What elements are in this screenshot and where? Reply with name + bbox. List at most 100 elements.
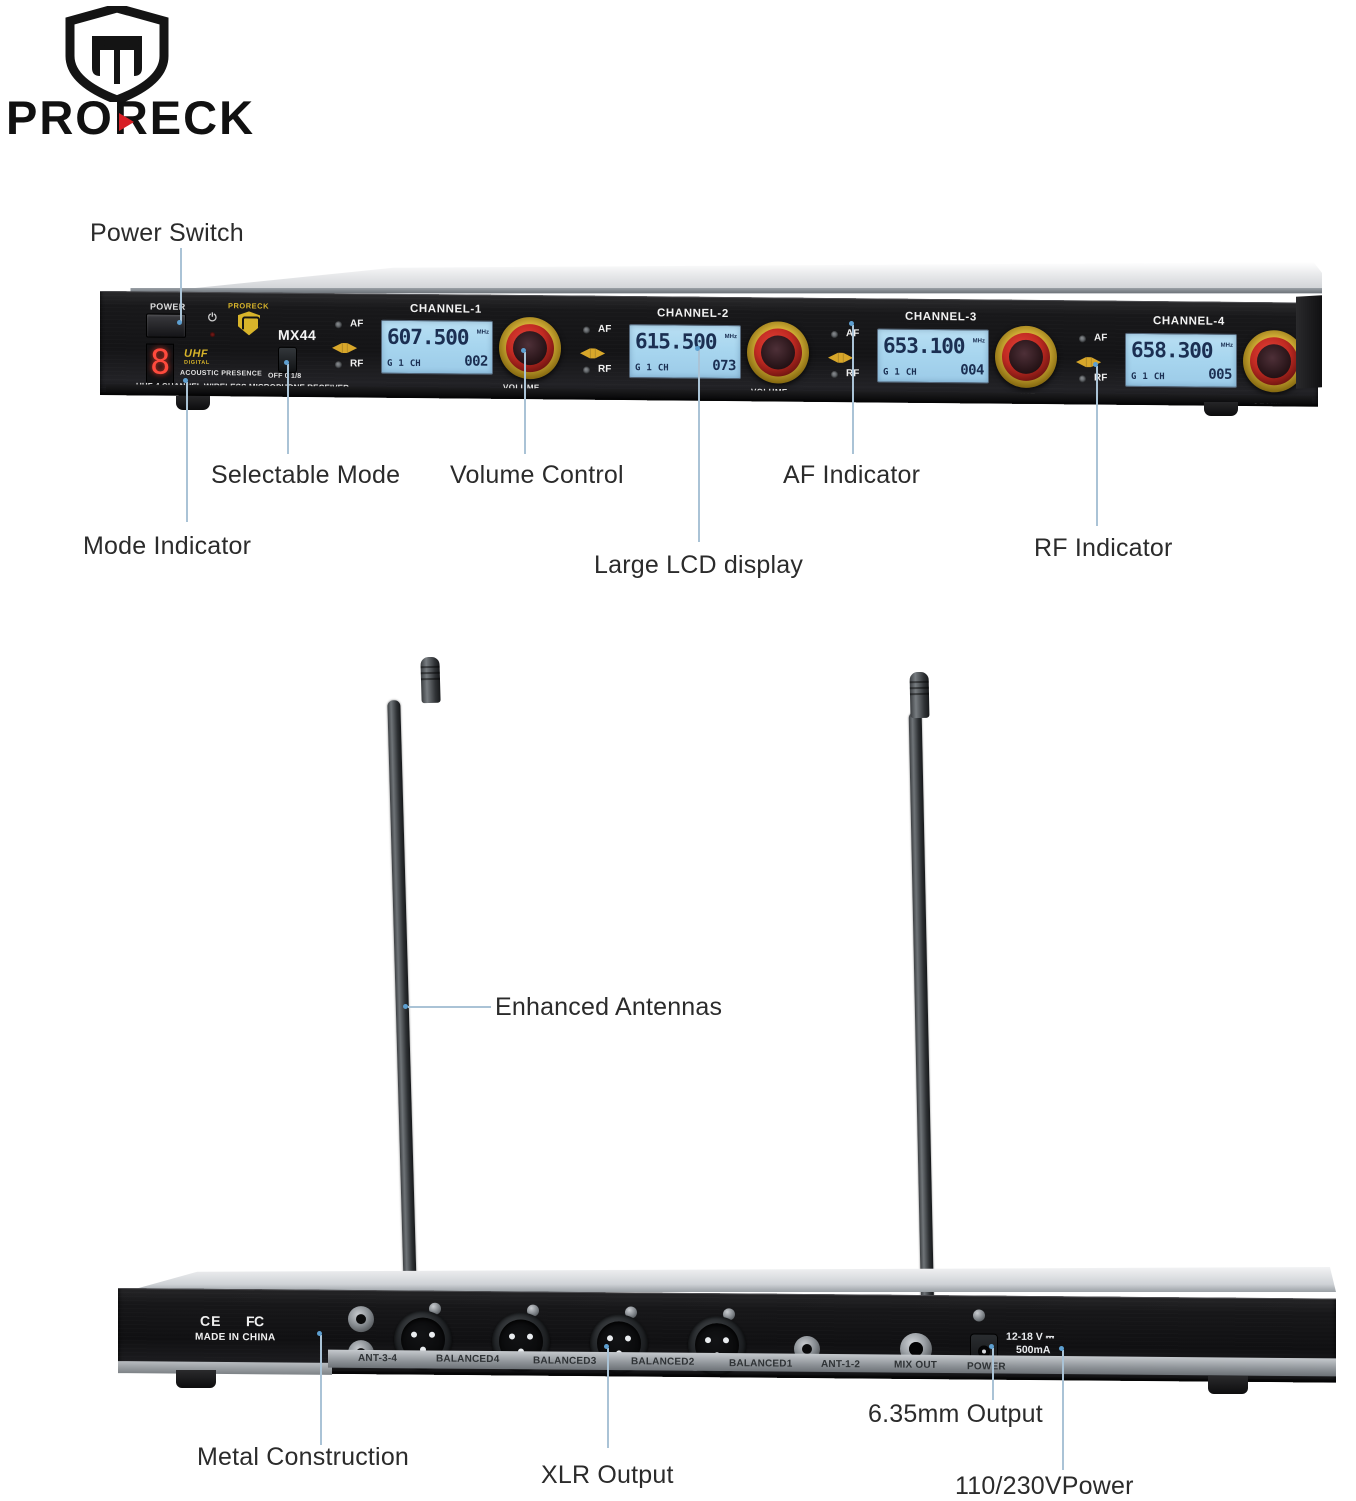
channel-4-af-led-icon [1079,335,1086,343]
channel-2-group-label: G [635,363,641,374]
screw-power [973,1309,985,1322]
rear-top-surface [124,1267,1336,1292]
leader-metal-construction [320,1335,322,1445]
channel-3-rf-led-icon [831,371,838,379]
port-ant-3-4-top[interactable] [348,1306,374,1333]
leader-dot-mode-indicator [183,378,188,383]
callout-selectable-mode: Selectable Mode [211,461,401,489]
channel-3-volume-knob[interactable] [995,325,1057,389]
channel-2-lcd: 615.500 MHz G 1 CH 073 [629,324,741,380]
antenna-right-cap [909,671,930,719]
channel-2-title: CHANNEL-2 [657,307,729,321]
port-label-balanced1: BALANCED1 [729,1358,793,1370]
leader-enhanced-antennas [408,1006,491,1008]
leader-large-lcd [698,350,700,542]
channel-2-rf-label: RF [598,363,612,375]
channel-2-af-led-icon [583,326,590,334]
channel-2-volume-knob[interactable] [747,321,809,384]
channel-2-group-value: 1 [646,363,652,374]
uhf-badge: UHF [184,347,209,361]
mode-switch-label: OFF 0 1/8 [268,372,302,380]
antenna-left [387,700,417,1301]
channel-3-wave-icon: ◀▮▶ [828,348,853,365]
channel-3-af-led-icon [831,331,838,339]
channel-3-unit: MHz [972,338,985,345]
callout-af-indicator: AF Indicator [783,461,921,489]
xlr2-pin2 [625,1335,631,1342]
channel-4-rf-led-icon [1079,375,1086,383]
channel-3-frequency: 653.100 [883,333,965,359]
channel-3-lcd-row2: G 1 CH 004 [883,362,984,379]
rear-foot-left [176,1370,216,1388]
channel-1-af-led-icon [335,321,342,329]
leader-dot-635-output [989,1344,994,1349]
channel-4-group-value: 1 [1142,372,1148,383]
leader-af-indicator [852,325,854,454]
leader-selectable-mode [287,364,289,454]
channel-2-unit: MHz [724,333,737,341]
channel-1-group-value: 1 [398,358,404,369]
power-spec-voltage: 12-18 V ⎓ [1006,1330,1055,1344]
leader-dot-rf-indicator [1093,362,1098,367]
leader-dot-af-indicator [849,321,854,326]
leader-dot-110-230v-power [1059,1346,1064,1351]
channel-1-frequency: 607.500 [387,324,469,350]
port-label-power: POWER [967,1361,1006,1373]
channel-1-volume-knob[interactable] [499,316,561,380]
callout-power-switch: Power Switch [90,219,244,247]
channel-3-ch-value: 004 [960,362,984,379]
channel-2-wave-icon: ◀▮▶ [580,344,605,360]
shield-logo-icon [65,6,169,102]
channel-1-rf-led-icon [335,361,342,369]
power-led-icon [210,332,215,338]
power-symbol-icon: ⏻ [208,312,217,325]
channel-4-frequency: 658.300 [1131,337,1213,363]
channel-4-title: CHANNEL-4 [1153,315,1225,328]
antenna-left-cap [420,656,441,704]
channel-1-unit: MHz [476,329,489,336]
leader-dot-volume-control [521,348,526,353]
power-spec-current: 500mA [1016,1343,1051,1357]
leader-635-output [992,1348,994,1400]
leader-dot-metal-construction [317,1331,322,1336]
xlr3-pin2 [527,1333,533,1340]
antenna-right [908,711,934,1303]
channel-3-lcd: 653.100 MHz G 1 CH 004 [877,328,989,384]
callout-enhanced-antennas: Enhanced Antennas [495,993,723,1021]
mode-indicator-value: 8 [150,342,171,383]
channel-2-rf-led-icon [583,366,590,374]
leader-mode-indicator [186,382,188,522]
mode-indicator-display: 8 [146,342,174,386]
callout-mode-indicator: Mode Indicator [83,532,252,560]
channel-2-knob-core [761,335,795,370]
channel-1-af-label: AF [350,318,364,330]
xlr3-pin1 [509,1333,515,1340]
callout-metal-construction: Metal Construction [197,1443,410,1471]
channel-4-ch-value: 005 [1208,366,1232,383]
rear-left-base [118,1361,332,1375]
rear-panel-unit: CE FC MADE IN CHINA [118,1266,1336,1394]
callout-635-output: 6.35mm Output [868,1400,1043,1428]
leader-dot-large-lcd [695,346,700,351]
channel-3-title: CHANNEL-3 [905,310,977,324]
channel-4-group-label: G [1131,371,1137,382]
fcc-mark-icon: FC [246,1313,264,1330]
xlr4-pin1 [411,1331,417,1338]
leader-dot-xlr-output [604,1344,609,1349]
ce-mark-icon: CE [200,1312,222,1329]
callout-large-lcd: Large LCD display [594,551,804,579]
channel-2-ch-label: CH [657,363,669,374]
channel-1-ch-value: 002 [464,353,488,370]
channel-3-group-label: G [883,367,889,378]
xlr4-pin2 [429,1331,435,1338]
callout-110-230v-power: 110/230VPower [955,1472,1134,1500]
channel-1-ch-label: CH [409,358,421,370]
channel-1-knob-core [513,330,547,366]
channel-2-lcd-row2: G 1 CH 073 [635,357,736,374]
front-panel-unit: POWER ⏻ PRORECK MX44 8 UHF DIGITAL ACOUS… [100,262,1322,422]
port-label-balanced4: BALANCED4 [436,1353,500,1366]
leader-110-230v-power [1062,1350,1064,1470]
channel-1-lcd-row2: G 1 CH 002 [387,353,488,370]
port-label-ant-1-2: ANT-1-2 [821,1358,861,1371]
leader-dot-selectable-mode [284,360,289,365]
